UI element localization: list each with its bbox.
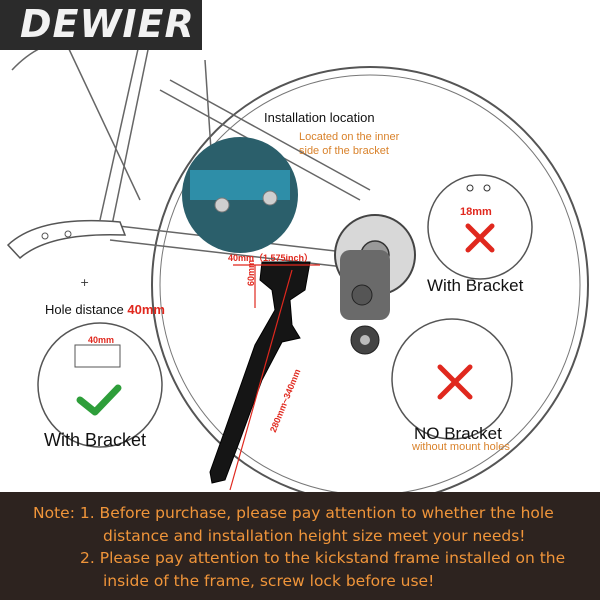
note-line-2a: 2. Please pay attention to the kickstand…: [80, 549, 566, 567]
fender: [6, 219, 127, 260]
check-icon: [76, 384, 122, 416]
hole-distance-value: 40mm: [127, 302, 165, 317]
bike-frame: [59, 29, 371, 271]
note-line-1b: distance and installation height size me…: [103, 527, 526, 545]
installation-subtitle: Located on the inner side of the bracket: [299, 130, 399, 158]
bolt-icon: [262, 190, 278, 206]
left-callout-circle: [37, 322, 163, 448]
installation-subtitle-line2: side of the bracket: [299, 145, 389, 157]
fender-hole: [64, 230, 72, 238]
small-spacing-label: 40mm: [88, 335, 115, 345]
cross-icon: [437, 364, 473, 400]
height-label: 60mm: [246, 259, 256, 286]
no-bracket-label: NO Bracket: [414, 424, 502, 443]
installation-subtitle-line1: Located on the inner: [299, 131, 400, 143]
brand-logo: DEWIER: [20, 2, 195, 46]
hole-plate-diagram: [74, 344, 121, 368]
dimension-lines: [229, 264, 320, 491]
no-bracket-sublabel: without mount holes: [412, 441, 510, 453]
hole-distance-text: Hole distance: [45, 302, 128, 317]
installation-title: Installation location: [264, 110, 375, 125]
bracket-spacing-label: 18mm: [460, 206, 492, 218]
mount-hole: [483, 184, 491, 192]
with-bracket-left-label: With Bracket: [44, 430, 147, 450]
bolt-icon: [214, 197, 230, 213]
note-panel: Note: 1. Before purchase, please pay att…: [0, 492, 600, 600]
fender-hole: [41, 232, 49, 240]
cross-icon: [465, 223, 495, 253]
brand-banner: DEWIER: [0, 0, 202, 50]
with-bracket-right-label: With Bracket: [427, 276, 524, 295]
derailleur: [340, 250, 390, 355]
hole-spacing-label: 40mm（1.575inch）: [228, 253, 314, 263]
kickstand: [209, 261, 311, 484]
note-line-2b: inside of the frame, screw lock before u…: [103, 572, 435, 590]
right-top-callout-circle: [427, 174, 533, 280]
hole-distance-label: Hole distance 40mm: [45, 302, 165, 317]
mount-hole: [466, 184, 474, 192]
note-line-1a: Note: 1. Before purchase, please pay att…: [33, 504, 554, 522]
plus-mark: +: [80, 276, 89, 289]
